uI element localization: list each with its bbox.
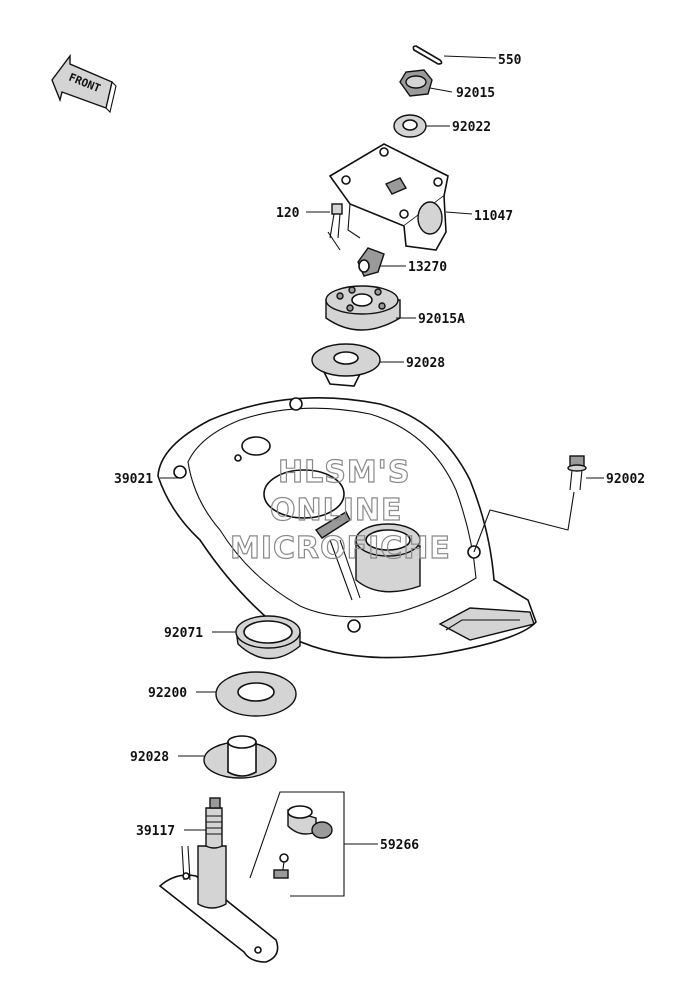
part-label: 13270 (408, 260, 447, 275)
part-label: 92002 (606, 472, 645, 487)
shaft-arm-39117 (158, 797, 279, 963)
lever-13270 (357, 247, 385, 277)
bolt-120 (327, 203, 343, 251)
castle-nut (399, 69, 433, 97)
part-label: 550 (498, 53, 522, 68)
watermark-line: ONLINE (270, 493, 403, 528)
part-label: 39117 (136, 824, 175, 839)
kit-59266 (249, 791, 345, 897)
cotter-pin (412, 45, 443, 65)
part-label: 39021 (114, 472, 153, 487)
part-label: 92022 (452, 120, 491, 135)
front-arrow-icon: FRONT (51, 53, 117, 114)
watermark-line: MICROFICHE (230, 531, 451, 566)
collar-92028-upper (311, 343, 381, 387)
part-label: 92200 (148, 686, 187, 701)
watermark: HLSM'S ONLINE MICROFICHE (229, 454, 451, 566)
part-label: 59266 (380, 838, 419, 853)
collar-92028-lower (203, 735, 277, 779)
part-label: 92071 (164, 626, 203, 641)
leader-lines (160, 55, 604, 845)
bolt-92002 (567, 455, 587, 491)
part-label: 92028 (130, 750, 169, 765)
plate-39021 (157, 396, 537, 659)
seal-ring-92071 (235, 615, 301, 660)
washer-92022 (393, 114, 427, 138)
watermark-line: HLSM'S (278, 455, 410, 490)
part-label: 92028 (406, 356, 445, 371)
bracket-11047 (328, 143, 449, 251)
washer-92200 (215, 671, 297, 717)
part-number-labels: 550 92015 92022 11047 120 13270 92015A 9… (114, 53, 645, 853)
part-label: 120 (276, 206, 300, 221)
part-label: 11047 (474, 209, 513, 224)
part-label: 92015A (418, 312, 465, 327)
nut-92015A (325, 285, 401, 331)
part-label: 92015 (456, 86, 495, 101)
